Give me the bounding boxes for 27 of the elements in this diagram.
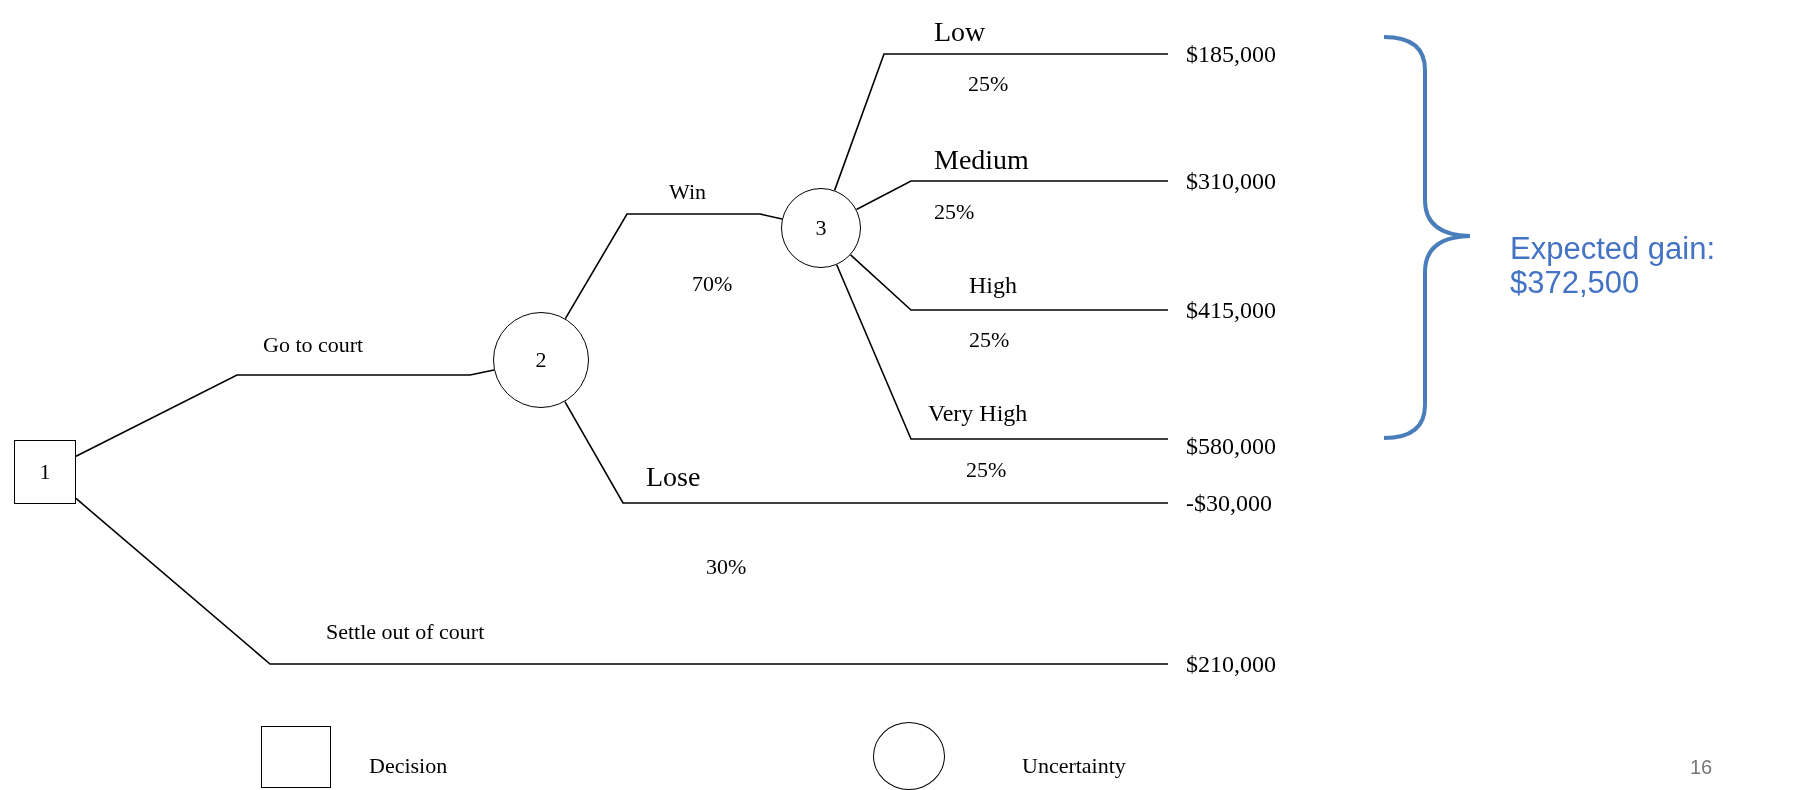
payoff-text: $185,000 bbox=[1168, 39, 1318, 69]
branch-line bbox=[564, 400, 1169, 504]
probability-label: 25% bbox=[969, 328, 1010, 353]
branch-line bbox=[564, 213, 783, 320]
branch-line bbox=[75, 369, 495, 458]
branch-line bbox=[833, 53, 1169, 192]
legend-label: Decision bbox=[369, 754, 448, 779]
probability-label: 25% bbox=[966, 458, 1007, 483]
branch-line bbox=[855, 180, 1169, 211]
payoff-text: $580,000 bbox=[1168, 431, 1318, 461]
probability-label: 25% bbox=[934, 200, 975, 225]
chance-circle: 2 bbox=[493, 312, 589, 408]
chance-circle: 3 bbox=[781, 188, 861, 268]
payoff-text: -$30,000 bbox=[1168, 488, 1318, 518]
page-number: 16 bbox=[1690, 756, 1713, 778]
branch-line bbox=[849, 254, 1169, 311]
payoff-text: $415,000 bbox=[1168, 295, 1318, 325]
probability-label: 25% bbox=[968, 72, 1009, 97]
decision-box: 1 bbox=[14, 440, 76, 504]
expected-gain-note: Expected gain: $372,500 bbox=[1510, 232, 1717, 301]
branch-line bbox=[835, 264, 1169, 440]
payoff-text: $210,000 bbox=[1168, 649, 1318, 679]
legend-label: Uncertainty bbox=[1022, 754, 1126, 779]
probability-label: 30% bbox=[706, 555, 747, 580]
payoff-text: $310,000 bbox=[1168, 166, 1318, 196]
branch-line bbox=[75, 497, 1169, 665]
probability-label: 70% bbox=[692, 272, 733, 297]
